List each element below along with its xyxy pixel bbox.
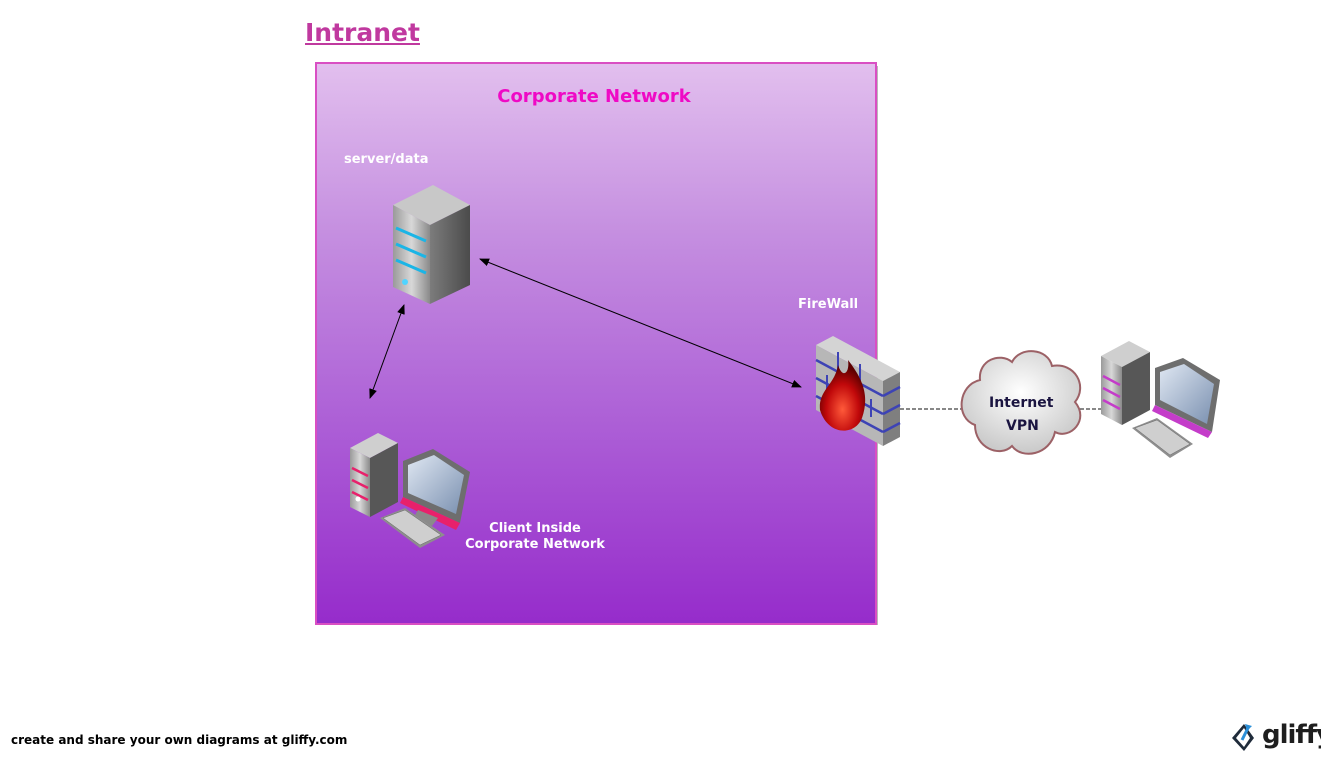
- footer-text[interactable]: create and share your own diagrams at gl…: [11, 733, 348, 747]
- client-computer-icon: [350, 433, 470, 548]
- cloud-label-vpn: VPN: [1006, 418, 1039, 434]
- diagram-title: Intranet: [305, 18, 420, 47]
- gliffy-logo-icon[interactable]: [1230, 718, 1320, 754]
- server-firewall-connector: [479, 258, 802, 388]
- server-client-connector: [369, 304, 405, 399]
- client-label-line2: Corporate Network: [465, 537, 605, 552]
- server-label: server/data: [344, 152, 429, 167]
- client-label-line1: Client Inside: [489, 521, 581, 536]
- server-icon: [393, 185, 470, 304]
- cloud-icon: [960, 350, 1082, 455]
- firewall-label: FireWall: [798, 297, 859, 312]
- remote-computer-icon: [1101, 341, 1220, 458]
- gliffy-logo-text[interactable]: gliffy: [1262, 720, 1321, 750]
- client-label: Client Inside Corporate Network: [450, 521, 620, 553]
- cloud-label-internet: Internet: [989, 395, 1054, 411]
- network-title: Corporate Network: [497, 86, 691, 107]
- firewall-icon: [815, 336, 901, 446]
